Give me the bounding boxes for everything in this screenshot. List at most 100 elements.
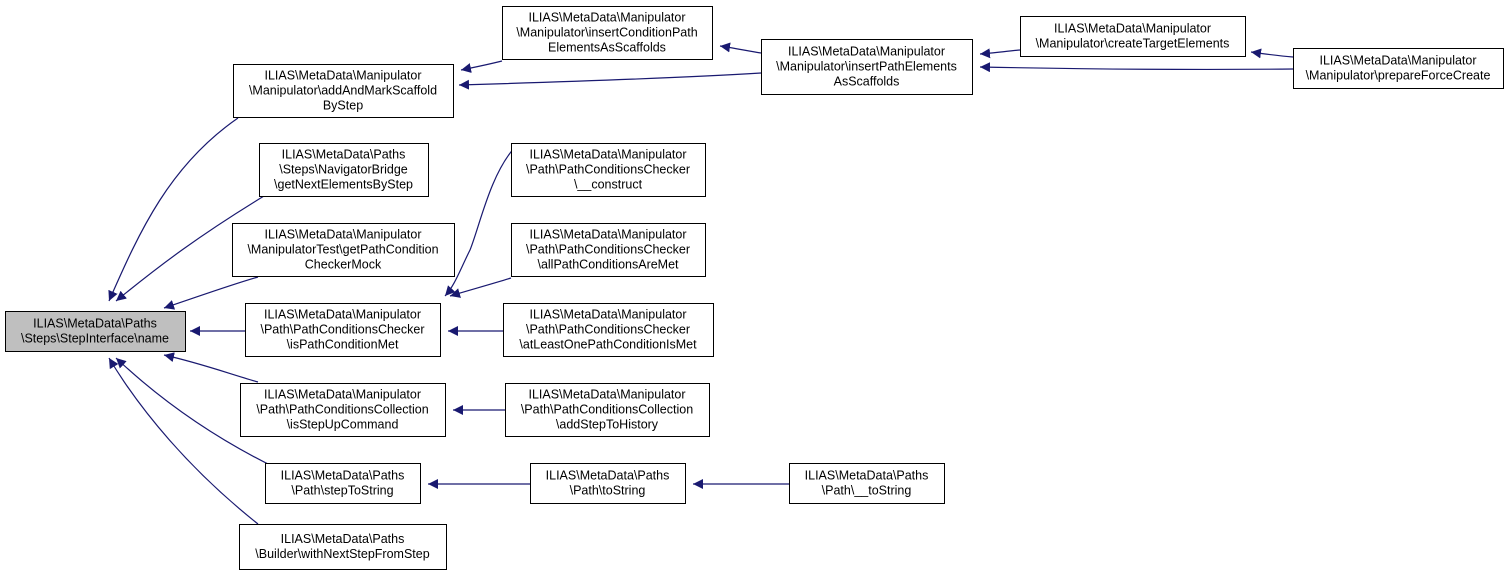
node-label-line: \Path\PathConditionsCollection — [256, 403, 428, 417]
node-box — [505, 383, 710, 437]
node-box — [265, 463, 421, 504]
node-label-line: \Steps\NavigatorBridge — [279, 163, 408, 177]
node-box — [259, 143, 429, 197]
node-label-line: ILIAS\MetaData\Manipulator — [264, 308, 421, 322]
graph-node-root: ILIAS\MetaData\Paths\Steps\StepInterface… — [5, 311, 186, 352]
node-box — [240, 383, 446, 437]
edge-n13-to-n4 — [449, 277, 512, 298]
node-label-line: ILIAS\MetaData\Paths — [281, 532, 405, 546]
node-box — [511, 143, 706, 197]
node-label-line: ILIAS\MetaData\Manipulator — [264, 69, 421, 83]
node-label-line: \Manipulator\insertConditionPath — [516, 26, 697, 40]
edge-n1-to-root — [108, 117, 239, 302]
node-label-line: \Manipulator\createTargetElements — [1036, 37, 1230, 51]
node-label-line: ILIAS\MetaData\Paths — [33, 317, 157, 331]
node-label-line: ILIAS\MetaData\Manipulator — [788, 45, 945, 59]
graph-node[interactable]: ILIAS\MetaData\Manipulator\Path\PathCond… — [240, 383, 446, 437]
node-box — [761, 39, 973, 95]
node-label-line: ElementsAsScaffolds — [548, 41, 666, 55]
node-label-line: \addStepToHistory — [556, 418, 659, 432]
edge-n9-to-n1 — [458, 72, 762, 90]
node-label-line: \ManipulatorTest\getPathCondition — [247, 243, 438, 257]
edge-n7-to-root — [108, 357, 259, 525]
graph-node[interactable]: ILIAS\MetaData\Manipulator\Path\PathCond… — [503, 303, 714, 357]
node-box — [1020, 16, 1246, 57]
node-box — [5, 311, 186, 352]
node-label-line: ILIAS\MetaData\Paths — [546, 469, 670, 483]
node-label-line: \Path\PathConditionsCollection — [521, 403, 693, 417]
node-label-line: \Path\__toString — [822, 484, 912, 498]
node-box — [1293, 48, 1504, 89]
node-label-line: ILIAS\MetaData\Paths — [282, 148, 406, 162]
node-box — [239, 524, 447, 570]
node-label-line: \isStepUpCommand — [287, 418, 399, 432]
edge-n10-to-n9 — [979, 48, 1021, 59]
edge-n8-to-n1 — [460, 60, 503, 73]
graph-node[interactable]: ILIAS\MetaData\Manipulator\Manipulator\p… — [1293, 48, 1504, 89]
graph-node[interactable]: ILIAS\MetaData\Paths\Builder\withNextSte… — [239, 524, 447, 570]
graph-node[interactable]: ILIAS\MetaData\Paths\Path\stepToString — [265, 463, 421, 504]
graph-node[interactable]: ILIAS\MetaData\Paths\Steps\NavigatorBrid… — [259, 143, 429, 197]
node-label-line: \Path\PathConditionsChecker — [526, 163, 690, 177]
node-label-line: \isPathConditionMet — [287, 338, 399, 352]
graph-node[interactable]: ILIAS\MetaData\Manipulator\Manipulator\a… — [233, 64, 454, 118]
node-label-line: \__construct — [574, 178, 643, 192]
node-label-line: \Manipulator\addAndMarkScaffold — [249, 84, 437, 98]
node-label-line: CheckerMock — [305, 258, 382, 272]
node-label-line: ILIAS\MetaData\Manipulator — [528, 11, 685, 25]
graph-node[interactable]: ILIAS\MetaData\Manipulator\Path\PathCond… — [245, 303, 441, 357]
node-label-line: \Path\toString — [570, 484, 646, 498]
graph-node[interactable]: ILIAS\MetaData\Manipulator\Manipulator\i… — [502, 6, 713, 60]
graph-node[interactable]: ILIAS\MetaData\Manipulator\Manipulator\i… — [761, 39, 973, 95]
graph-node[interactable]: ILIAS\MetaData\Manipulator\Path\PathCond… — [511, 223, 706, 277]
node-box — [245, 303, 441, 357]
node-label-line: ILIAS\MetaData\Manipulator — [529, 228, 686, 242]
edge-n6-to-root — [115, 357, 271, 466]
node-box — [232, 223, 455, 277]
node-box — [530, 463, 686, 504]
node-label-line: \Manipulator\insertPathElements — [776, 60, 957, 74]
node-label-line: ILIAS\MetaData\Manipulator — [264, 228, 421, 242]
graph-node[interactable]: ILIAS\MetaData\Manipulator\ManipulatorTe… — [232, 223, 455, 277]
node-label-line: AsScaffolds — [834, 75, 900, 89]
edge-n12-to-n4 — [444, 146, 516, 297]
nodes-layer: ILIAS\MetaData\Paths\Steps\StepInterface… — [5, 6, 1504, 570]
edge-n11-to-n10 — [1250, 48, 1294, 59]
edge-n11-to-n9 — [979, 62, 1294, 73]
node-label-line: ILIAS\MetaData\Manipulator — [264, 388, 421, 402]
node-label-line: \Manipulator\prepareForceCreate — [1306, 69, 1491, 83]
node-label-line: \Builder\withNextStepFromStep — [255, 547, 429, 561]
edge-n5-to-root — [163, 352, 259, 383]
node-label-line: \Steps\StepInterface\name — [21, 332, 169, 346]
node-label-line: ILIAS\MetaData\Manipulator — [528, 388, 685, 402]
graph-node[interactable]: ILIAS\MetaData\Paths\Path\toString — [530, 463, 686, 504]
node-box — [511, 223, 706, 277]
edges-layer — [108, 42, 1294, 525]
node-label-line: \Path\PathConditionsChecker — [526, 323, 690, 337]
edge-n2-to-root — [115, 195, 265, 302]
node-label-line: \getNextElementsByStep — [274, 178, 413, 192]
node-label-line: ILIAS\MetaData\Manipulator — [529, 148, 686, 162]
node-label-line: \allPathConditionsAreMet — [537, 258, 679, 272]
graph-node[interactable]: ILIAS\MetaData\Manipulator\Path\PathCond… — [505, 383, 710, 437]
node-label-line: ILIAS\MetaData\Paths — [805, 469, 929, 483]
graph-node[interactable]: ILIAS\MetaData\Manipulator\Manipulator\c… — [1020, 16, 1246, 57]
edge-n3-to-root — [163, 276, 259, 310]
graph-node[interactable]: ILIAS\MetaData\Paths\Path\__toString — [789, 463, 945, 504]
node-box — [233, 64, 454, 118]
edge-n9-to-n8 — [719, 42, 762, 54]
graph-node[interactable]: ILIAS\MetaData\Manipulator\Path\PathCond… — [511, 143, 706, 197]
node-label-line: ByStep — [323, 99, 363, 113]
node-box — [789, 463, 945, 504]
node-label-line: ILIAS\MetaData\Manipulator — [1319, 54, 1476, 68]
node-box — [503, 303, 714, 357]
node-label-line: \Path\stepToString — [291, 484, 393, 498]
node-box — [502, 6, 713, 60]
node-label-line: \atLeastOnePathConditionIsMet — [519, 338, 697, 352]
node-label-line: ILIAS\MetaData\Paths — [281, 469, 405, 483]
node-label-line: \Path\PathConditionsChecker — [526, 243, 690, 257]
node-label-line: \Path\PathConditionsChecker — [261, 323, 425, 337]
node-label-line: ILIAS\MetaData\Manipulator — [529, 308, 686, 322]
node-label-line: ILIAS\MetaData\Manipulator — [1054, 22, 1211, 36]
